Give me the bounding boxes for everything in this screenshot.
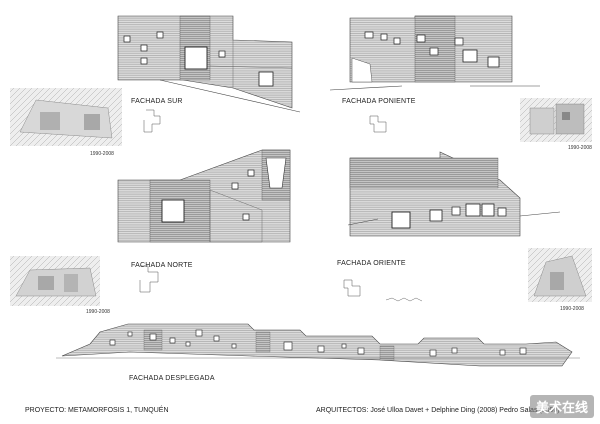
photo-caption-sur: 1990-2008: [90, 151, 114, 157]
elevation-sur: [117, 15, 301, 133]
label-fachada-oriente: FACHADA ORIENTE: [337, 260, 406, 267]
photo-oriente: [528, 248, 592, 302]
watermark: 美术在线: [529, 395, 594, 418]
photo-poniente: [520, 98, 592, 142]
photo-sur: [10, 88, 122, 146]
label-fachada-norte: FACHADA NORTE: [131, 262, 193, 269]
photo-caption-poniente: 1990-2008: [568, 145, 592, 151]
label-fachada-desplegada: FACHADA DESPLEGADA: [129, 375, 215, 382]
elevation-norte: [117, 149, 291, 293]
label-fachada-poniente: FACHADA PONIENTE: [342, 98, 416, 105]
photo-caption-oriente: 1990-2008: [560, 306, 584, 312]
photo-caption-norte: 1990-2008: [86, 309, 110, 315]
architects-credit: ARQUITECTOS: José Ulloa Davet + Delphine…: [316, 407, 560, 414]
elevation-poniente: [329, 15, 540, 133]
elevation-oriente: [343, 151, 561, 302]
photo-norte: [10, 256, 100, 306]
project-title: PROYECTO: METAMORFOSIS 1, TUNQUÉN: [25, 407, 169, 414]
label-fachada-sur: FACHADA SUR: [131, 98, 183, 105]
elevation-desplegada: [56, 323, 580, 367]
